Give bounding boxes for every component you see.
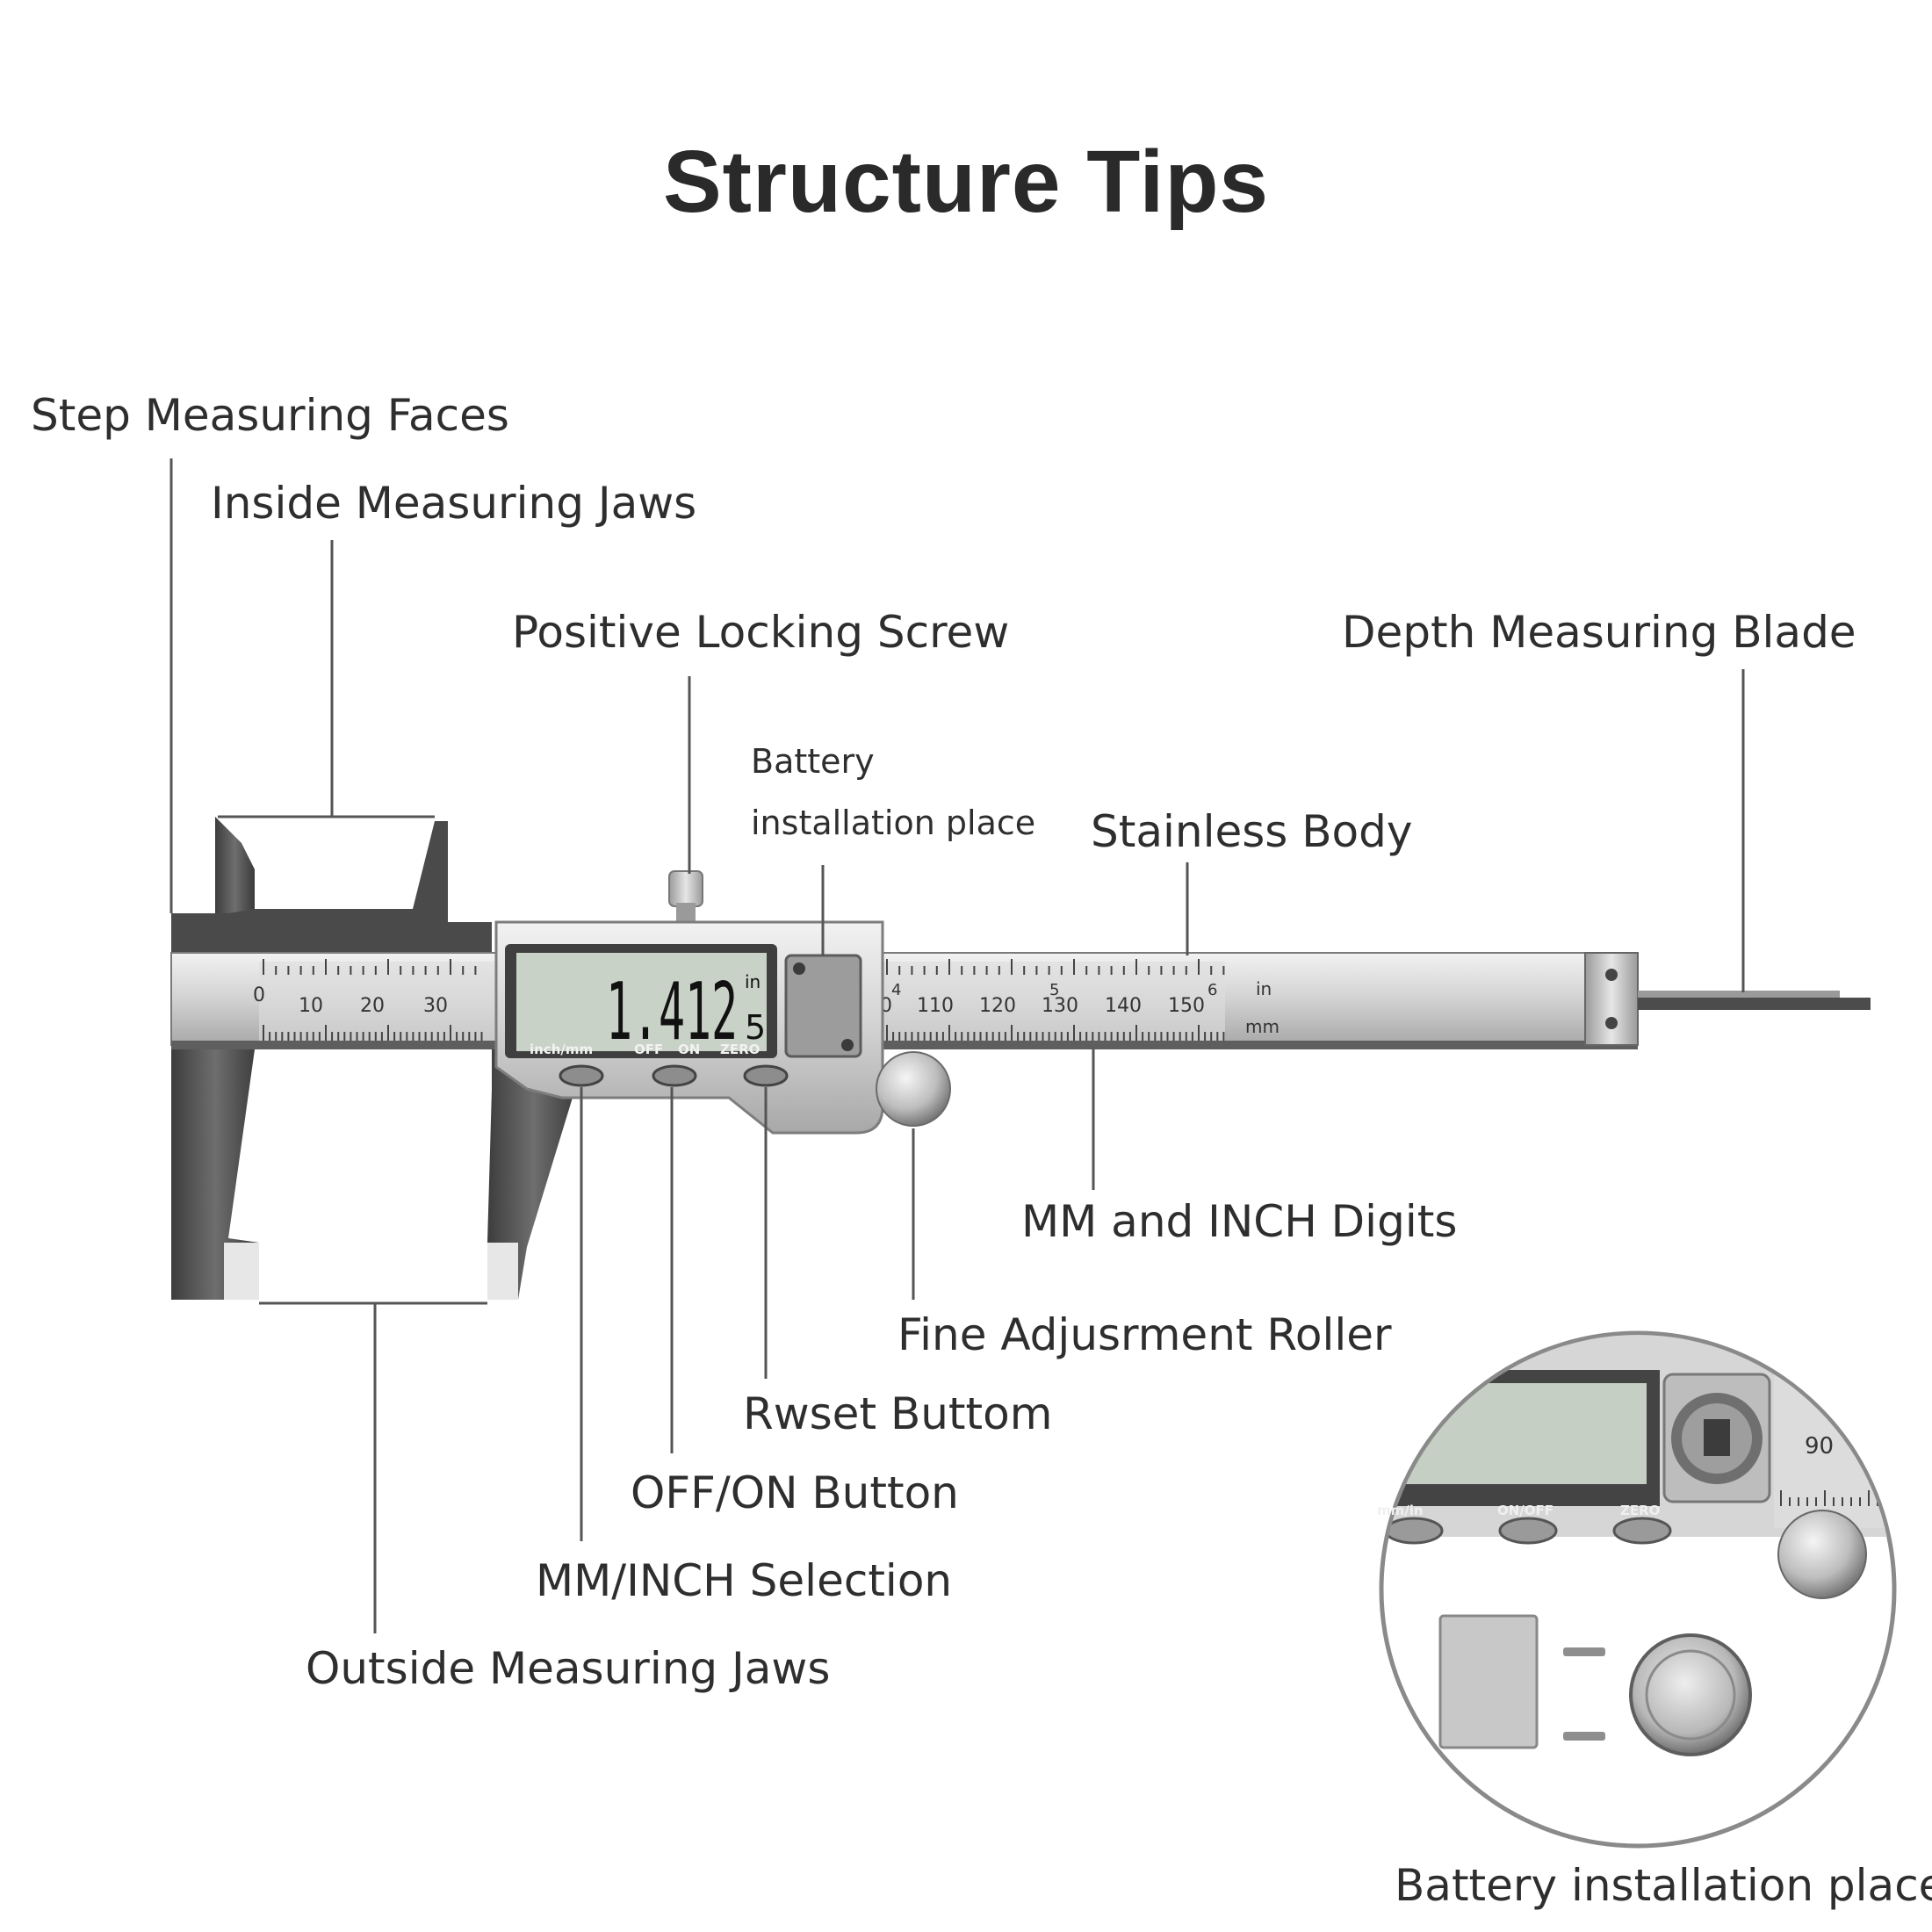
digital-head — [487, 870, 951, 1300]
leader-lines — [169, 458, 1745, 1633]
main-beam — [170, 952, 1871, 1049]
inch-mark-5: 5 — [1049, 981, 1059, 999]
inset-btn-zero: ZERO — [1620, 1503, 1660, 1518]
inset-btn-mm-in: mm/in — [1377, 1503, 1424, 1518]
scale-number-30: 30 — [423, 995, 448, 1017]
inset-scale-ticks — [1780, 1490, 1887, 1506]
label-fine-adjustment-roller: Fine Adjusrment Roller — [898, 1309, 1392, 1360]
label-outside-measuring-jaws: Outside Measuring Jaws — [306, 1643, 831, 1694]
lcd-fraction-digit: 5 — [745, 1008, 766, 1047]
inch-mark-6: 6 — [1208, 981, 1217, 999]
scale-number-0: 0 — [253, 984, 265, 1006]
scale-number-120: 120 — [979, 995, 1016, 1017]
scale-number-20: 20 — [360, 995, 385, 1017]
scale-ticks-right — [886, 959, 1225, 1041]
label-positive-locking-screw: Positive Locking Screw — [512, 607, 1010, 658]
inset-btn-on-off: ON/OFF — [1497, 1503, 1554, 1518]
label-reset-button: Rwset Buttom — [743, 1388, 1053, 1439]
btn-label-inch-mm: inch/mm — [530, 1042, 593, 1057]
btn-label-off: OFF — [634, 1042, 663, 1057]
scale-unit-in: in — [1256, 978, 1272, 999]
label-off-on-button: OFF/ON Button — [631, 1467, 959, 1518]
label-stainless-body: Stainless Body — [1091, 806, 1413, 857]
btn-label-zero: ZERO — [720, 1042, 760, 1057]
scale-number-10: 10 — [299, 995, 323, 1017]
inset-scale-number: 90 — [1805, 1433, 1834, 1460]
inch-mark-4: 4 — [891, 981, 901, 999]
scale-number-140: 140 — [1105, 995, 1142, 1017]
label-battery-line2: installation place — [751, 804, 1036, 842]
battery-inset: mm/in ON/OFF ZERO 90 — [1377, 1330, 1897, 1849]
label-mm-inch-digits: MM and INCH Digits — [1021, 1196, 1458, 1247]
scale-unit-mm: mm — [1245, 1016, 1280, 1037]
label-depth-measuring-blade: Depth Measuring Blade — [1342, 607, 1856, 658]
scale-number-130: 130 — [1042, 995, 1078, 1017]
page-title: Structure Tips — [662, 133, 1270, 231]
label-battery-installation-place: Battery installation place — [1395, 1860, 1932, 1911]
scale-number-110: 110 — [917, 995, 954, 1017]
scale-number-150: 150 — [1168, 995, 1205, 1017]
label-mm-inch-selection: MM/INCH Selection — [536, 1555, 953, 1606]
btn-label-on: ON — [678, 1042, 700, 1057]
lcd-reading: 1.412 — [606, 966, 738, 1058]
label-inside-measuring-jaws: Inside Measuring Jaws — [211, 478, 697, 529]
lcd-unit-in: in — [745, 971, 761, 992]
fixed-jaw — [171, 817, 492, 1300]
label-battery-line1: Battery — [751, 742, 875, 781]
label-step-measuring-faces: Step Measuring Faces — [31, 390, 509, 441]
scale-ticks-left — [263, 959, 483, 1041]
